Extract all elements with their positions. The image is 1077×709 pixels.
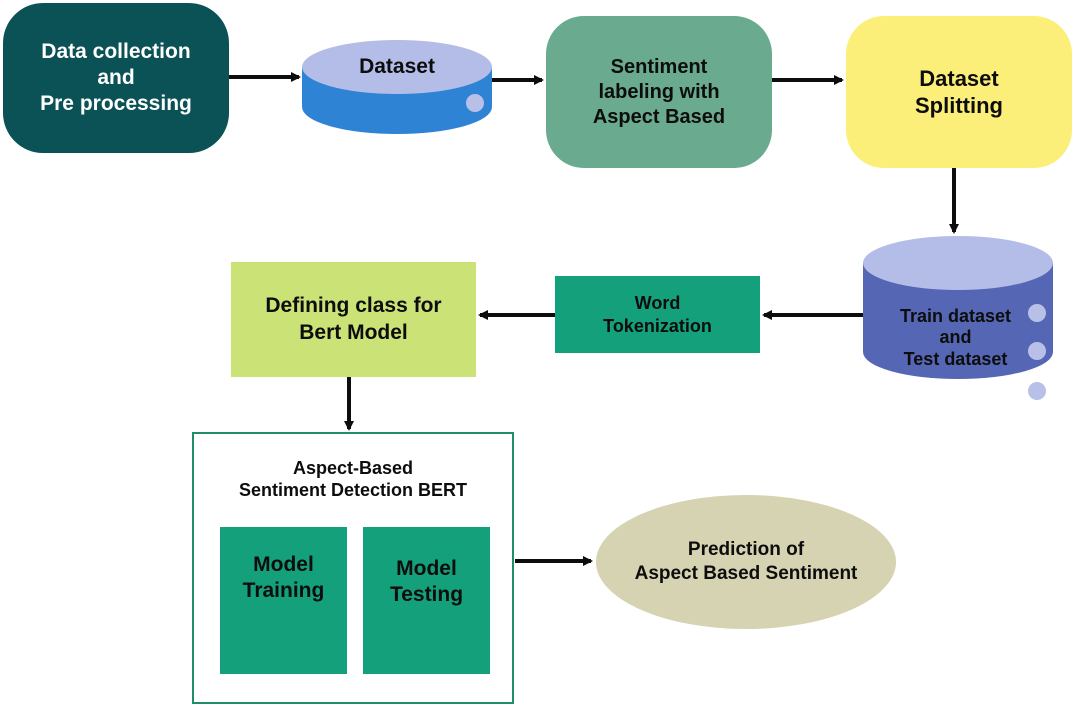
dataset-splitting-node <box>846 16 1072 168</box>
train-test-cylinder <box>863 236 1053 400</box>
data-collection-node <box>3 3 229 153</box>
model-testing-node <box>363 527 490 674</box>
train-test-cylinder-dot <box>1028 304 1046 322</box>
sentiment-labeling-node <box>546 16 772 168</box>
dataset-cylinder-dot <box>466 94 484 112</box>
train-test-cylinder-dot <box>1028 342 1046 360</box>
model-training-node <box>220 527 347 674</box>
train-test-cylinder-dot <box>1028 382 1046 400</box>
dataset-cylinder <box>302 40 492 134</box>
prediction-node <box>596 495 896 629</box>
word-tokenization-node <box>555 276 760 353</box>
defining-class-node <box>231 262 476 377</box>
